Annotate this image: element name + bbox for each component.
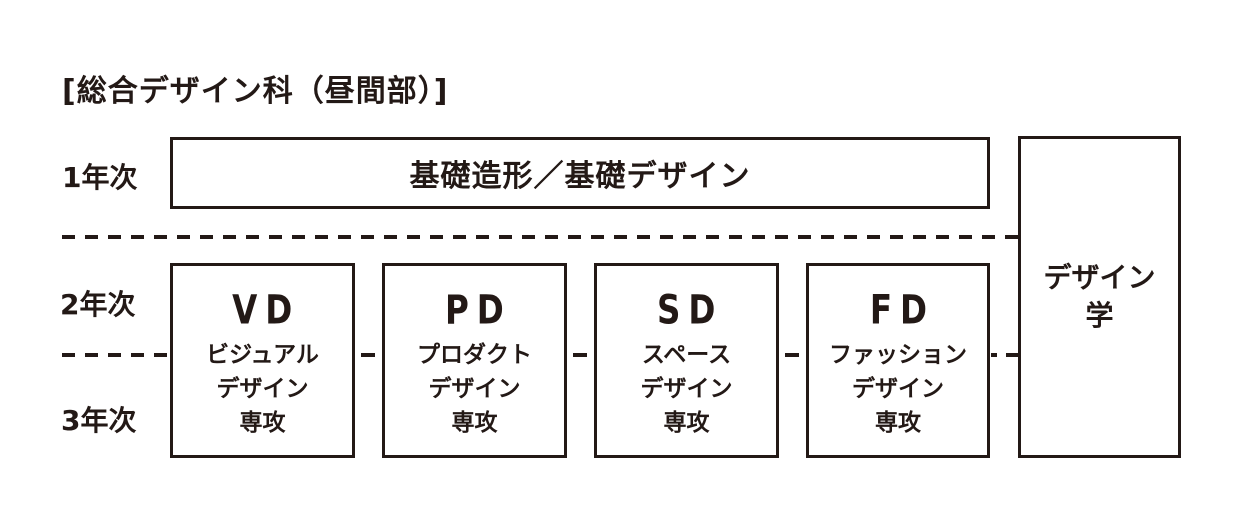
- year-label-1: 1年次: [62, 161, 138, 194]
- major-name-line: ビジュアル: [206, 342, 319, 368]
- design-studies-label-line: 学: [1085, 299, 1114, 332]
- major-name-line: プロダクト: [417, 342, 532, 368]
- major-name-line: 専攻: [239, 410, 286, 436]
- connector-pd-sd: [573, 353, 587, 357]
- diagram-title: [総合デザイン科（昼間部）]: [62, 74, 449, 109]
- connector-sd-fd: [785, 353, 799, 357]
- major-name-line: 専攻: [663, 410, 710, 436]
- major-code-vd: VD: [232, 286, 301, 334]
- major-name-line: デザイン: [216, 376, 309, 402]
- year1-year2-divider-line: [62, 235, 1018, 239]
- year2-year3-divider-line: [62, 353, 168, 357]
- major-box-product-design: PD プロダクト デザイン 専攻: [382, 263, 567, 458]
- major-name-line: デザイン: [428, 376, 521, 402]
- major-box-space-design: SD スペース デザイン 専攻: [594, 263, 779, 458]
- design-studies-label-line: デザイン: [1043, 261, 1156, 294]
- design-studies-box: デザイン 学: [1018, 136, 1181, 458]
- year-label-3: 3年次: [61, 404, 137, 437]
- major-code-fd: FD: [869, 286, 935, 334]
- major-code-sd: SD: [657, 286, 724, 334]
- major-name-line: デザイン: [640, 376, 733, 402]
- year-label-2: 2年次: [60, 288, 136, 321]
- major-name-line: 専攻: [875, 410, 921, 436]
- major-box-visual-design: VD ビジュアル デザイン 専攻: [170, 263, 355, 458]
- major-code-pd: PD: [445, 286, 512, 334]
- connector-vd-pd: [361, 353, 375, 357]
- major-box-fashion-design: FD ファッション デザイン 専攻: [806, 263, 990, 458]
- major-name-line: 専攻: [451, 410, 498, 436]
- foundation-course-label: 基礎造形／基礎デザイン: [409, 159, 751, 194]
- connector-fd-design-studies: [991, 353, 1018, 357]
- foundation-course-box: 基礎造形／基礎デザイン: [170, 137, 990, 209]
- major-name-line: デザイン: [852, 376, 944, 402]
- major-name-line: ファッション: [829, 342, 967, 368]
- major-name-line: スペース: [641, 342, 732, 368]
